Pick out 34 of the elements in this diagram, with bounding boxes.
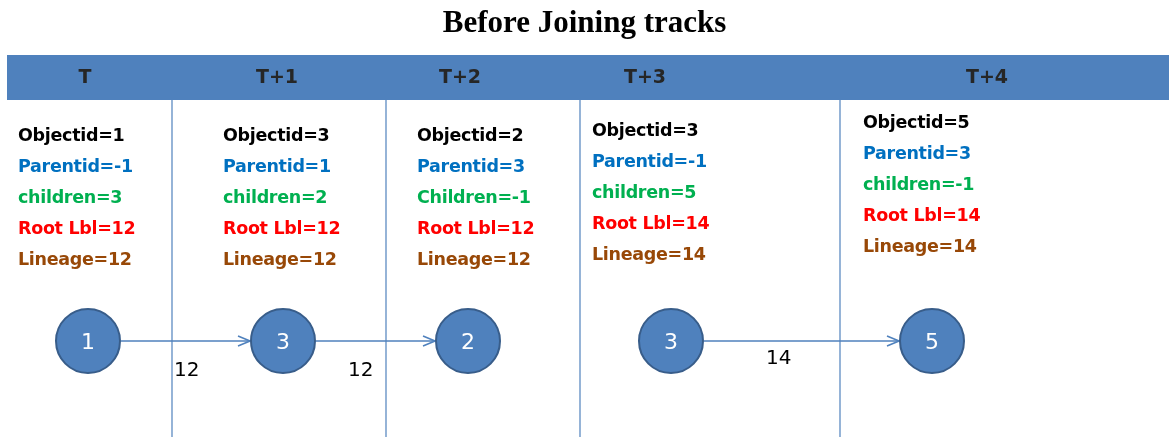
root-label-text: Root Lbl=12 <box>18 218 136 238</box>
root-label-text: Root Lbl=14 <box>863 205 981 225</box>
node-number: 5 <box>925 328 939 354</box>
node-number: 2 <box>461 328 475 354</box>
column-header: T+3 <box>623 65 667 87</box>
object-id-text: Objectid=1 <box>18 125 125 145</box>
children-text: children=5 <box>592 182 697 202</box>
parent-id-text: Parentid=-1 <box>18 156 133 176</box>
object-id-text: Objectid=2 <box>417 125 524 145</box>
column-header: T+1 <box>255 65 299 87</box>
node-number: 3 <box>276 328 290 354</box>
children-text: children=-1 <box>863 174 975 194</box>
children-text: children=3 <box>18 187 123 207</box>
node-number: 3 <box>664 328 678 354</box>
node-number: 1 <box>81 328 95 354</box>
parent-id-text: Parentid=1 <box>223 156 331 176</box>
object-id-text: Objectid=3 <box>592 120 699 140</box>
column-header: T <box>78 65 92 87</box>
children-text: Children=-1 <box>417 187 531 207</box>
header-band <box>7 55 1169 100</box>
diagram-title: Before Joining tracks <box>441 4 728 40</box>
root-label-text: Root Lbl=12 <box>417 218 535 238</box>
column-header: T+2 <box>438 65 482 87</box>
object-id-text: Objectid=3 <box>223 125 330 145</box>
parent-id-text: Parentid=3 <box>863 143 971 163</box>
arrow <box>703 335 900 347</box>
root-label-text: Root Lbl=14 <box>592 213 710 233</box>
children-text: children=2 <box>223 187 328 207</box>
parent-id-text: Parentid=-1 <box>592 151 707 171</box>
root-label-text: Root Lbl=12 <box>223 218 341 238</box>
parent-id-text: Parentid=3 <box>417 156 525 176</box>
arrow <box>315 335 436 347</box>
column-header: T+4 <box>965 65 1009 87</box>
arrow <box>120 335 251 347</box>
